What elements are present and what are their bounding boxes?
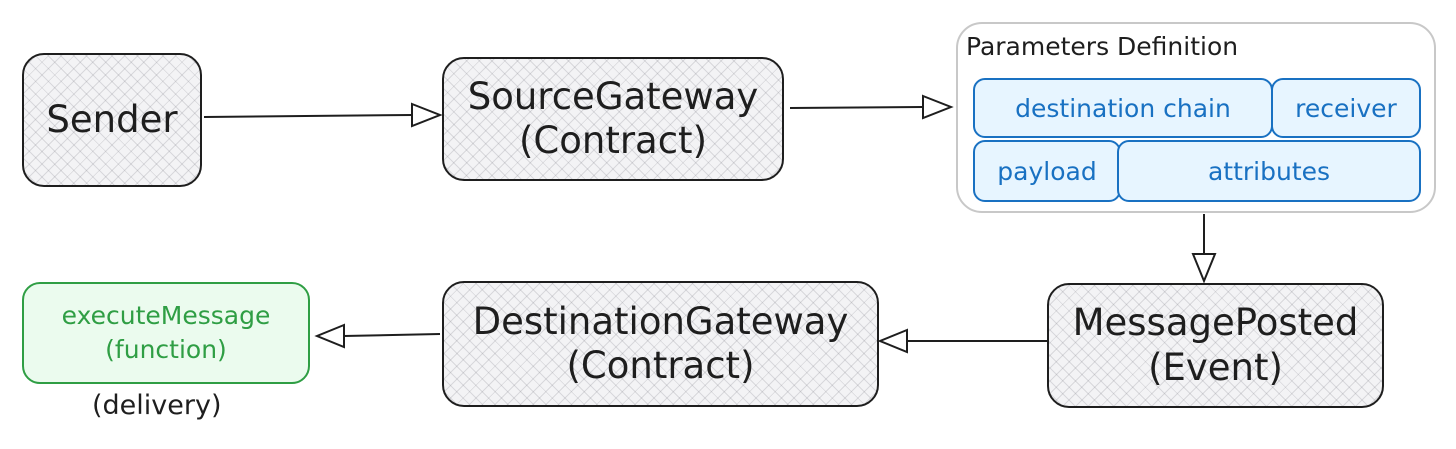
source-gateway-type: (Contract) [518,119,708,162]
destination-gateway-name: DestinationGateway [472,299,849,343]
arrow-source-gateway-to-parameters [789,94,954,120]
message-posted-name: MessagePosted [1072,301,1359,345]
message-posted-type: (Event) [1148,345,1283,389]
arrow-destination-gateway-to-execute-message [314,323,441,349]
sender-node: Sender [22,53,202,187]
arrow-sender-to-source-gateway [203,102,443,128]
message-posted-node: MessagePosted (Event) [1047,283,1384,408]
execute-message-type: (function) [105,335,227,364]
param-payload: payload [973,140,1121,202]
destination-gateway-type: (Contract) [566,344,755,387]
execute-message-name: executeMessage [61,301,271,331]
param-receiver: receiver [1271,78,1421,138]
destination-gateway-node: DestinationGateway (Contract) [442,281,879,407]
param-attributes: attributes [1117,140,1421,202]
source-gateway-node: SourceGateway (Contract) [442,57,784,181]
execute-message-node: executeMessage (function) [22,282,310,384]
source-gateway-name: SourceGateway [467,74,759,118]
arrow-parameters-to-message-posted [1191,214,1217,284]
execute-message-caption: (delivery) [92,390,222,421]
sender-label: Sender [46,97,178,141]
parameters-definition-title: Parameters Definition [966,32,1239,61]
param-destination-chain: destination chain [973,78,1273,138]
arrow-message-posted-to-destination-gateway [877,328,1047,354]
